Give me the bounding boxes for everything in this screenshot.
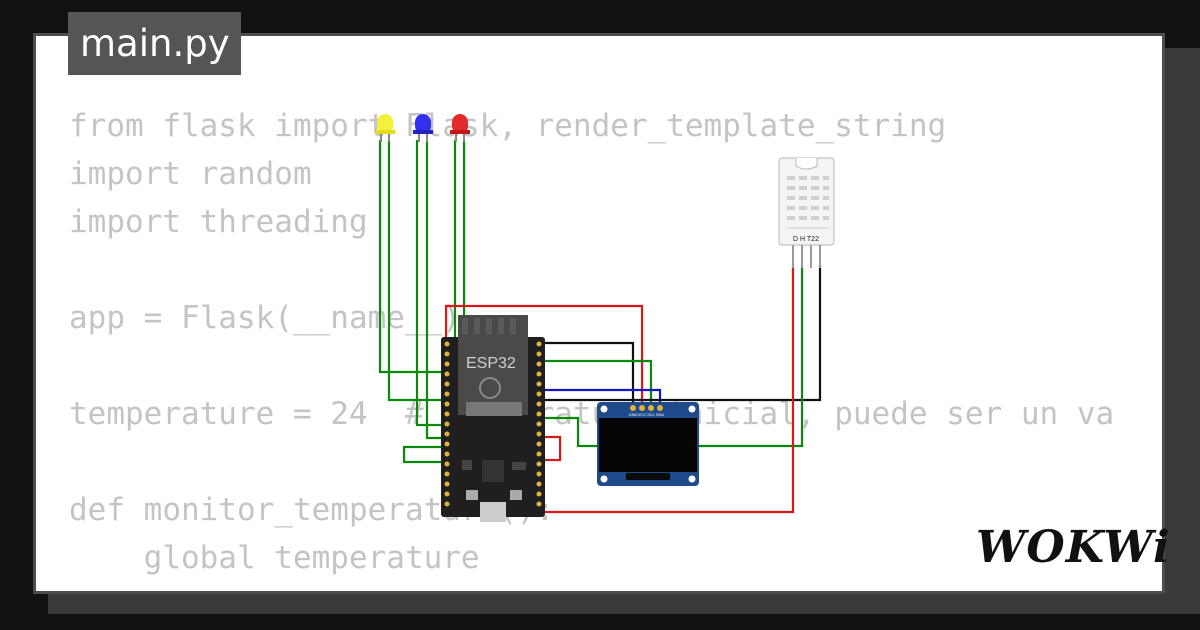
wire-green bbox=[415, 140, 446, 427]
esp32-label: ESP32 bbox=[466, 355, 516, 372]
code-line: import threading bbox=[69, 204, 368, 240]
wire-green bbox=[378, 140, 446, 374]
red-led bbox=[450, 114, 470, 142]
code-line: while True: bbox=[69, 582, 1131, 591]
wire-green bbox=[425, 140, 446, 440]
wire-green bbox=[540, 359, 653, 405]
yellow-led bbox=[375, 114, 395, 142]
wokwi-logo: WOKWi bbox=[976, 522, 1171, 573]
wire-black bbox=[540, 341, 635, 405]
file-tab: main.py bbox=[68, 12, 241, 75]
oled-pin-gnd: GND bbox=[629, 412, 638, 417]
code-line: app = Flask(__name__) bbox=[69, 300, 461, 336]
yellow-led-bulb bbox=[377, 114, 393, 134]
oled-pin-sda: SDA bbox=[656, 412, 665, 417]
oled-pin-scl: SCL bbox=[647, 412, 656, 417]
code-line: import random bbox=[69, 156, 312, 192]
oled-display: GND VCC SCL SDA bbox=[597, 402, 699, 486]
wire-black bbox=[540, 265, 822, 402]
blue-led-bulb bbox=[415, 114, 431, 134]
oled-pin-vcc: VCC bbox=[638, 412, 647, 417]
wire-green bbox=[402, 445, 446, 464]
wire-green bbox=[540, 265, 804, 448]
blue-led bbox=[413, 114, 433, 142]
code-line: global temperature bbox=[69, 540, 480, 576]
code-line: from flask import Flask, render_template… bbox=[69, 108, 947, 144]
dht22-label: D H T22 bbox=[793, 236, 819, 243]
file-tab-label: main.py bbox=[80, 22, 230, 65]
wire-red bbox=[444, 304, 644, 405]
esp32-board: ESP32 bbox=[441, 315, 545, 522]
red-led-bulb bbox=[452, 114, 468, 134]
dht22-sensor: D H T22 bbox=[778, 157, 835, 268]
